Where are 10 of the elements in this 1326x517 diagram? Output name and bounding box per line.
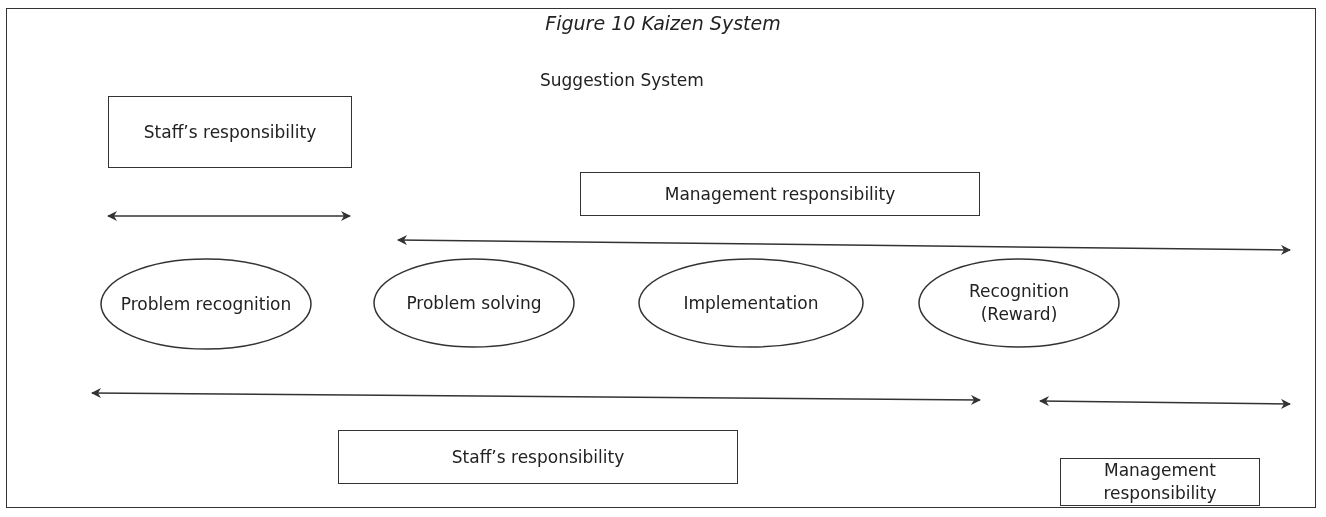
responsibility-box: Management responsibility: [1060, 458, 1260, 506]
responsibility-box: Staff’s responsibility: [108, 96, 352, 168]
responsibility-box: Staff’s responsibility: [338, 430, 738, 484]
stage-ellipse: Problem recognition: [100, 258, 312, 350]
stage-ellipse: Implementation: [638, 258, 864, 348]
section-heading: Suggestion System: [540, 70, 704, 90]
figure-title: Figure 10 Kaizen System: [544, 12, 782, 34]
stage-ellipse: Recognition (Reward): [918, 258, 1120, 348]
stage-ellipse: Problem solving: [373, 258, 575, 348]
responsibility-box: Management responsibility: [580, 172, 980, 216]
